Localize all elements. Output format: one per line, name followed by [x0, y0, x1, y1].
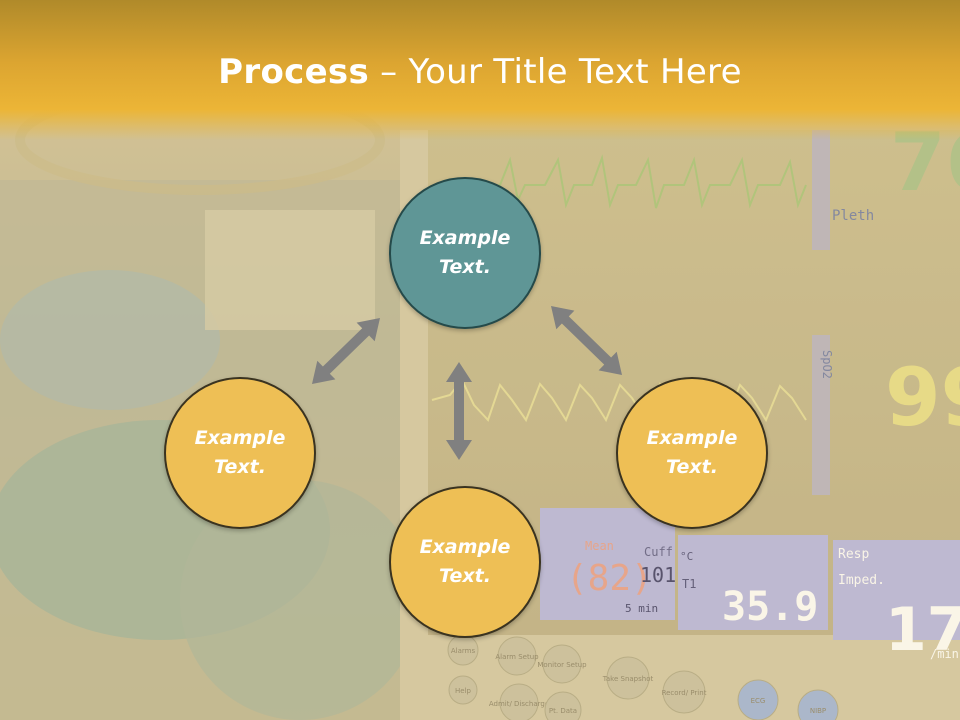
nibp-value: (82)	[566, 558, 653, 599]
node-right[interactable]: Example Text.	[616, 377, 768, 529]
node-top-text: Example Text.	[419, 227, 511, 278]
monitor-key	[662, 670, 706, 714]
monitor-key-label: Alarm Setup	[495, 653, 539, 661]
spo2-value: 99	[885, 351, 960, 444]
temp-value: 35.9	[722, 584, 818, 630]
title-bold: Process	[218, 52, 370, 92]
arrow-top-right	[551, 306, 622, 375]
monitor-key-label: Record/ Print	[662, 689, 707, 697]
pleth-bar	[812, 130, 830, 250]
temp-label: T1	[682, 577, 696, 591]
node-left[interactable]: Example Text.	[164, 377, 316, 529]
imped-label: Imped.	[838, 573, 885, 588]
surgical-lamp	[0, 270, 220, 410]
node-top[interactable]: Example Text.	[389, 177, 541, 329]
nibp-panel	[540, 508, 675, 620]
resp-label: Resp	[838, 547, 869, 562]
title-rest: – Your Title Text Here	[369, 52, 742, 92]
ecg-waveform	[479, 154, 807, 209]
monitor-key	[499, 683, 539, 720]
monitor-key-label: NIBP	[810, 707, 826, 715]
monitor-key	[544, 691, 582, 720]
cuff-value: 101	[640, 563, 676, 587]
monitor-key-label: Help	[455, 687, 472, 695]
cuff-label: Cuff	[644, 545, 673, 559]
monitor-key	[542, 644, 582, 684]
monitor-key-label: Monitor Setup	[537, 661, 587, 669]
spo2-label: SpO2	[820, 350, 834, 379]
slide-title: Process – Your Title Text Here	[0, 52, 960, 92]
room-window	[205, 210, 375, 330]
monitor-key-label: ECG	[751, 697, 766, 705]
surgeon-figure	[180, 480, 420, 720]
arrow-top-bottom	[446, 362, 472, 460]
node-right-text: Example Text.	[646, 427, 738, 478]
monitor-key	[497, 636, 537, 676]
pleth-waveform	[431, 378, 807, 423]
nibp-interval: 5 min	[625, 602, 658, 615]
monitor-key-label: Alarms	[451, 647, 476, 655]
monitor-key	[797, 689, 839, 720]
monitor-key-label: Admit/ Discharge	[489, 700, 549, 708]
pleth-label: Pleth	[832, 208, 874, 224]
resp-unit: /min	[930, 647, 959, 661]
resp-value: 17	[885, 595, 960, 665]
spo2-bar	[812, 335, 830, 495]
monitor-key	[606, 656, 650, 700]
node-bottom[interactable]: Example Text.	[389, 486, 541, 638]
temp-unit: °C	[680, 550, 693, 563]
title-band	[0, 0, 960, 140]
nibp-mean-label: Mean	[585, 539, 614, 553]
monitor-key-label: Take Snapshot	[602, 675, 654, 683]
node-bottom-text: Example Text.	[419, 536, 511, 587]
temp-panel	[678, 535, 828, 630]
monitor-key	[737, 679, 779, 720]
node-left-text: Example Text.	[194, 427, 286, 478]
arrow-top-left	[312, 318, 380, 384]
monitor-key-label: Pt. Data	[549, 707, 577, 715]
resp-panel	[833, 540, 960, 640]
monitor-key	[448, 675, 478, 705]
